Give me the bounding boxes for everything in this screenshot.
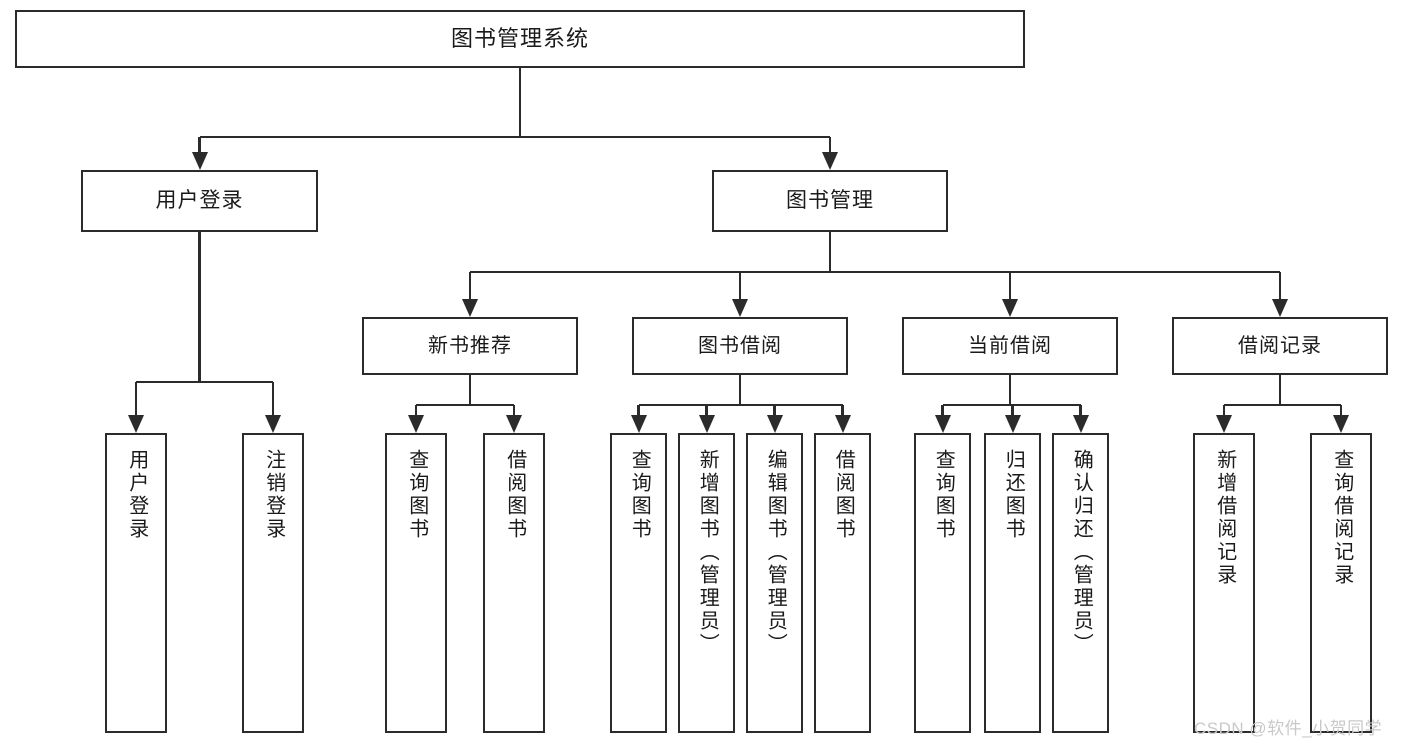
connector-root-stem: [518, 68, 522, 137]
connector-new-book-recommend-bus: [416, 403, 514, 407]
connector-new-book-recommend-to-leaf-borrow-book-1: [512, 405, 516, 415]
arrowhead-to-leaf-add-book: [698, 415, 715, 433]
connector-book-manage-to-current-borrow: [1008, 272, 1012, 299]
arrowhead-to-leaf-query-book-3: [934, 415, 951, 433]
leaf-node-user-login[interactable]: 用户登录: [105, 433, 167, 733]
connector-borrow-record-bus: [1224, 403, 1341, 407]
node-label: 归还图书: [1002, 449, 1025, 541]
node-label: 用户登录: [125, 449, 148, 541]
connector-new-book-recommend-to-leaf-query-book-1: [414, 405, 418, 415]
connector-current-borrow-to-leaf-query-book-3: [941, 405, 944, 415]
connector-user-login-stem: [198, 232, 201, 382]
node-label: 确认归还（管理员）: [1070, 449, 1093, 656]
connector-borrow-record-stem: [1278, 375, 1282, 405]
node-label: 查询图书: [932, 449, 955, 541]
node-label: 借阅记录: [1238, 334, 1322, 357]
arrowhead-to-leaf-borrow-book-2: [834, 415, 851, 433]
node-user-login[interactable]: 用户登录: [81, 170, 318, 232]
node-new-book-recommend[interactable]: 新书推荐: [362, 317, 578, 375]
node-label: 借阅图书: [503, 449, 526, 541]
connector-book-borrow-to-leaf-edit-book: [773, 405, 776, 415]
connector-root-bus: [199, 135, 830, 139]
connector-user-login-to-leaf-user-logout: [271, 382, 275, 415]
leaf-node-user-logout[interactable]: 注销登录: [242, 433, 304, 733]
node-label: 查询图书: [628, 449, 651, 541]
arrowhead-to-leaf-borrow-book-1: [506, 415, 522, 433]
connector-book-manage-stem: [828, 232, 832, 272]
leaf-node-query-record[interactable]: 查询借阅记录: [1310, 433, 1372, 733]
connector-book-manage-to-book-borrow: [738, 272, 742, 299]
node-label: 新书推荐: [428, 334, 512, 357]
node-label: 图书管理系统: [450, 26, 589, 52]
arrowhead-to-new-book-recommend: [462, 299, 478, 317]
connector-book-borrow-to-leaf-borrow-book-2: [841, 405, 844, 415]
connector-root-to-user-login: [198, 137, 201, 152]
connector-book-borrow-stem: [738, 375, 742, 405]
connector-book-manage-to-new-book-recommend: [468, 272, 472, 299]
leaf-node-confirm-return[interactable]: 确认归还（管理员）: [1052, 433, 1109, 733]
connector-root-to-book-manage: [828, 137, 832, 152]
node-current-borrow[interactable]: 当前借阅: [902, 317, 1118, 375]
connector-current-borrow-to-leaf-return-book: [1011, 405, 1014, 415]
node-label: 图书管理: [786, 188, 874, 212]
leaf-node-return-book[interactable]: 归还图书: [984, 433, 1041, 733]
connector-borrow-record-to-leaf-query-record: [1339, 405, 1343, 415]
arrowhead-to-leaf-query-book-2: [630, 415, 647, 433]
arrowhead-to-book-manage: [822, 152, 838, 170]
node-label: 查询图书: [405, 449, 428, 541]
connector-book-manage-to-borrow-record: [1278, 272, 1282, 299]
connector-book-borrow-to-leaf-add-book: [705, 405, 708, 415]
connector-user-login-to-leaf-user-login: [134, 382, 138, 415]
node-borrow-record[interactable]: 借阅记录: [1172, 317, 1388, 375]
node-root-system[interactable]: 图书管理系统: [15, 10, 1025, 68]
leaf-node-edit-book[interactable]: 编辑图书（管理员）: [746, 433, 803, 733]
connector-borrow-record-to-leaf-add-record: [1222, 405, 1226, 415]
arrowhead-to-leaf-user-logout: [265, 415, 281, 433]
node-label: 编辑图书（管理员）: [764, 449, 787, 656]
arrowhead-to-leaf-add-record: [1216, 415, 1232, 433]
node-label: 借阅图书: [832, 449, 855, 541]
connector-current-borrow-to-leaf-confirm-return: [1079, 405, 1082, 415]
connector-book-borrow-bus: [638, 403, 843, 407]
connector-current-borrow-stem: [1008, 375, 1012, 405]
node-label: 当前借阅: [968, 334, 1052, 357]
node-label: 查询借阅记录: [1330, 449, 1353, 587]
leaf-node-borrow-book-1[interactable]: 借阅图书: [483, 433, 545, 733]
arrowhead-to-book-borrow: [732, 299, 748, 317]
arrowhead-to-leaf-confirm-return: [1072, 415, 1089, 433]
arrowhead-to-leaf-return-book: [1004, 415, 1021, 433]
node-book-manage[interactable]: 图书管理: [712, 170, 948, 232]
connector-book-manage-bus: [470, 270, 1280, 274]
connector-new-book-recommend-stem: [468, 375, 472, 405]
leaf-node-query-book-1[interactable]: 查询图书: [385, 433, 447, 733]
arrowhead-to-leaf-query-record: [1333, 415, 1349, 433]
leaf-node-query-book-2[interactable]: 查询图书: [610, 433, 667, 733]
leaf-node-borrow-book-2[interactable]: 借阅图书: [814, 433, 871, 733]
node-label: 注销登录: [262, 449, 285, 541]
node-label: 用户登录: [155, 188, 244, 212]
arrowhead-to-current-borrow: [1002, 299, 1018, 317]
arrowhead-to-borrow-record: [1272, 299, 1288, 317]
connector-book-borrow-to-leaf-query-book-2: [637, 405, 640, 415]
leaf-node-add-record[interactable]: 新增借阅记录: [1193, 433, 1255, 733]
connector-user-login-bus: [136, 380, 273, 384]
leaf-node-query-book-3[interactable]: 查询图书: [914, 433, 971, 733]
leaf-node-add-book[interactable]: 新增图书（管理员）: [678, 433, 735, 733]
csdn-watermark: CSDN @软件_小贺同学: [1194, 719, 1383, 738]
node-book-borrow[interactable]: 图书借阅: [632, 317, 848, 375]
arrowhead-to-user-login: [191, 152, 208, 170]
arrowhead-to-leaf-user-login: [128, 415, 144, 433]
node-label: 图书借阅: [698, 334, 782, 357]
arrowhead-to-leaf-edit-book: [766, 415, 783, 433]
arrowhead-to-leaf-query-book-1: [408, 415, 424, 433]
node-label: 新增借阅记录: [1213, 449, 1236, 587]
node-label: 新增图书（管理员）: [696, 449, 719, 656]
